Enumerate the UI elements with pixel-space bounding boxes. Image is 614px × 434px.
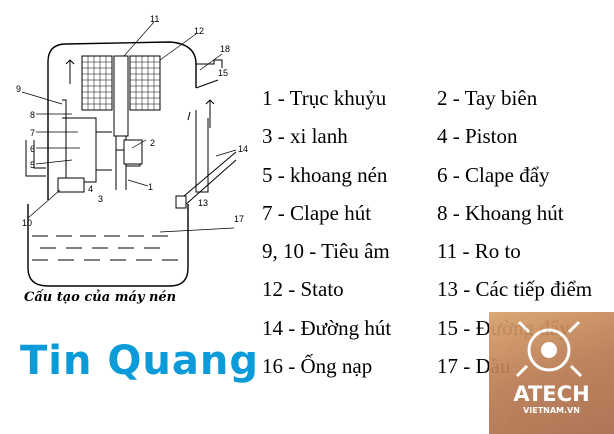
callout-5: 5 xyxy=(30,160,35,170)
callout-2: 2 xyxy=(150,138,155,148)
callout-9: 9 xyxy=(16,84,21,94)
oil-level xyxy=(32,235,178,261)
callout-8: 8 xyxy=(30,110,35,120)
legend-row: 3 - xi lanh 4 - Piston xyxy=(262,124,614,162)
callout-17: 17 xyxy=(234,214,244,224)
rotor xyxy=(113,55,129,137)
legend-item: 14 - Đường hút xyxy=(262,315,392,340)
legend-item: 13 - Các tiếp điểm xyxy=(437,277,593,302)
legend-item: 9, 10 - Tiêu âm xyxy=(262,239,390,264)
robot-icon xyxy=(515,320,583,378)
legend-row: 1 - Trục khuỷu 2 - Tay biên xyxy=(262,86,614,124)
legend-item: 11 - Ro to xyxy=(437,239,521,264)
legend-item: 1 - Trục khuỷu xyxy=(262,86,387,110)
callout-3: 3 xyxy=(98,194,103,204)
legend-item: 2 - Tay biên xyxy=(437,86,538,110)
legend-item: 12 - Stato xyxy=(262,277,344,302)
arrow-left xyxy=(65,59,75,84)
legend-item: 6 - Clape đẩy xyxy=(437,162,550,187)
suction-line xyxy=(183,151,237,207)
atech-watermark: ATECH VIETNAM.VN xyxy=(489,312,614,434)
compressor-housing xyxy=(47,41,197,200)
legend-item: 7 - Clape hút xyxy=(262,200,372,225)
callout-1: 1 xyxy=(148,182,153,192)
suction-muffler xyxy=(57,177,85,193)
terminal-block xyxy=(175,195,187,209)
legend-row: 9, 10 - Tiêu âm 11 - Ro to xyxy=(262,239,614,277)
callout-10: 10 xyxy=(22,218,32,228)
stator-coil-left xyxy=(81,55,113,111)
callout-4: 4 xyxy=(88,184,93,194)
atech-url: VIETNAM.VN xyxy=(523,406,580,415)
callout-6: 6 xyxy=(30,144,35,154)
legend-item: 4 - Piston xyxy=(437,124,518,149)
legend-row: 5 - khoang nén 6 - Clape đẩy xyxy=(262,163,614,201)
callout-7: 7 xyxy=(30,128,35,138)
callout-12: 12 xyxy=(194,26,204,36)
callout-11: 11 xyxy=(150,14,159,24)
tin-quang-logo: Tin Quang xyxy=(20,338,259,384)
legend-item: 5 - khoang nén xyxy=(262,162,388,187)
callout-18: 18 xyxy=(220,44,230,54)
legend-row: 12 - Stato 13 - Các tiếp điểm xyxy=(262,277,614,315)
arrow-in xyxy=(205,99,215,128)
callout-15: 15 xyxy=(218,68,228,78)
connecting-rod xyxy=(123,139,143,165)
charging-tube xyxy=(25,140,46,177)
callout-13: 13 xyxy=(198,198,208,208)
pipe-15 xyxy=(187,110,209,193)
legend-item: 8 - Khoang hút xyxy=(437,200,564,225)
stator-coil-right xyxy=(129,55,161,111)
compressor-base xyxy=(27,204,189,287)
callout-14: 14 xyxy=(238,144,248,154)
diagram-caption: Cấu tạo của máy nén xyxy=(24,290,177,305)
atech-name: ATECH xyxy=(513,382,590,406)
legend-row: 7 - Clape hút 8 - Khoang hút xyxy=(262,201,614,239)
legend-item: 3 - xi lanh xyxy=(262,124,348,149)
legend-item: 16 - Ống nạp xyxy=(262,354,373,379)
